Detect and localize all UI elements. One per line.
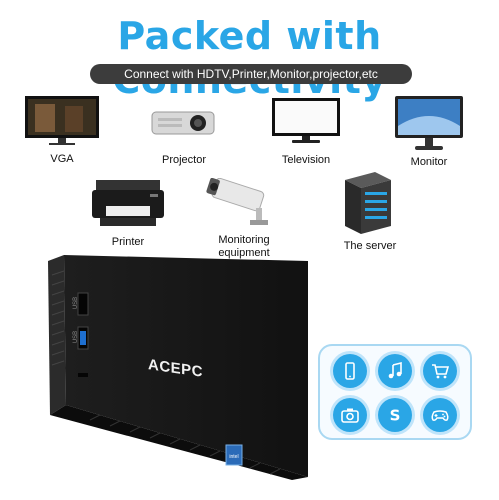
server-icon xyxy=(335,172,395,236)
security-camera-icon xyxy=(206,178,278,226)
skype-icon: S xyxy=(378,398,412,432)
monitor-icon xyxy=(395,96,463,152)
subtitle-bar: Connect with HDTV,Printer,Monitor,projec… xyxy=(90,64,412,84)
monitoring-label: Monitoring equipment xyxy=(208,234,280,260)
printer-label: Printer xyxy=(111,236,145,248)
vga-screen-icon xyxy=(25,96,99,146)
usb-port-label-2: USB xyxy=(73,330,80,344)
server-label: The server xyxy=(343,240,397,252)
printer-icon xyxy=(92,180,164,228)
music-note-icon xyxy=(378,354,412,388)
monitoring-label-line1: Monitoring xyxy=(218,234,270,246)
mini-pc-image: intel xyxy=(30,255,310,480)
app-icons-panel: S xyxy=(318,344,472,440)
monitor-label: Monitor xyxy=(410,156,448,168)
camera-icon xyxy=(333,398,367,432)
svg-text:S: S xyxy=(390,407,401,425)
monitoring-label-line2: equipment xyxy=(218,247,270,259)
phone-icon xyxy=(333,354,367,388)
usb-port-label-1: USB xyxy=(73,296,80,310)
projector-label: Projector xyxy=(161,154,207,166)
vga-label: VGA xyxy=(50,153,74,165)
headline: Packed with Connectivity xyxy=(112,14,386,102)
projector-icon xyxy=(150,108,216,138)
svg-text:intel: intel xyxy=(229,454,238,460)
shopping-cart-icon xyxy=(423,354,457,388)
television-icon xyxy=(272,98,340,144)
gamepad-icon xyxy=(423,398,457,432)
television-label: Television xyxy=(281,154,331,166)
